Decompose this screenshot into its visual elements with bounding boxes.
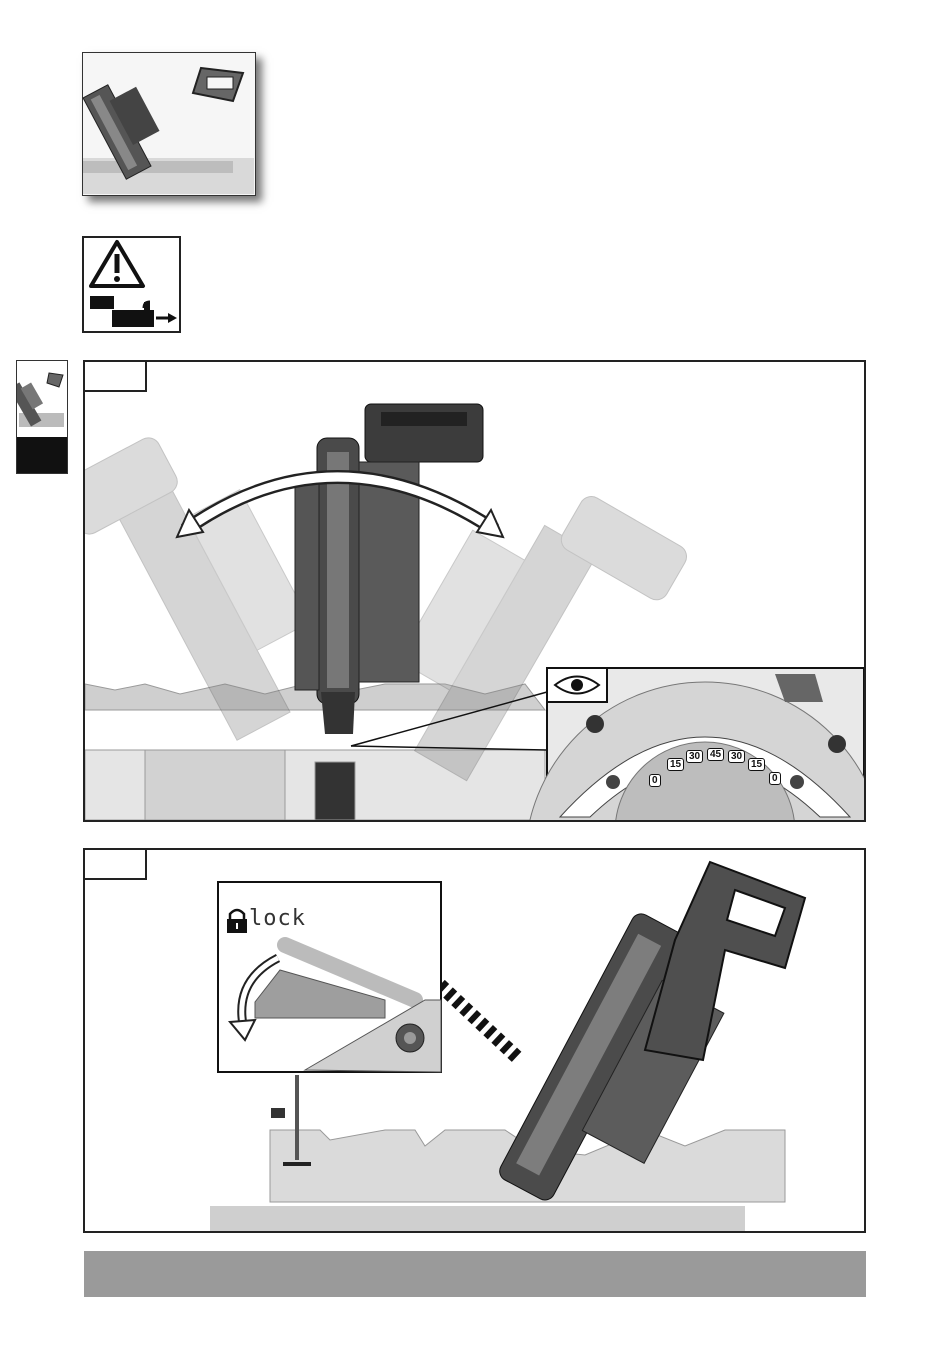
warning-box: [82, 236, 181, 333]
warning-triangle-icon: [91, 242, 143, 286]
figure-1-illustration: [85, 362, 864, 820]
arrow-right-icon: [156, 313, 177, 323]
unplug-power-icon: [90, 296, 154, 327]
scale-label-15-left: 15: [667, 758, 684, 771]
figure-2-illustration: [85, 850, 864, 1231]
miter-saw-bevel-thumbnail: [83, 53, 254, 194]
scale-label-15-right: 15: [748, 758, 765, 771]
scale-label-30-right: 30: [728, 750, 745, 763]
scale-label-30-left: 30: [686, 750, 703, 763]
bevel-scale-inset: [525, 668, 864, 820]
footer-bar: [84, 1251, 866, 1297]
lock-label: lock: [249, 906, 306, 931]
scale-label-0-right: 0: [769, 772, 781, 785]
top-thumbnail: [82, 52, 256, 196]
figure-2-number-tab: [85, 850, 147, 880]
figure-1-number-tab: [85, 362, 147, 392]
side-tab: [16, 360, 68, 474]
scale-label-0-left: 0: [649, 774, 661, 787]
figure-1-panel: 0 15 30 45 30 15 0: [83, 360, 866, 822]
miter-saw-bevel-tab-icon: [17, 361, 66, 437]
figure-2-panel: lock: [83, 848, 866, 1233]
scale-label-45: 45: [707, 748, 724, 761]
side-tab-black-block: [17, 437, 67, 473]
